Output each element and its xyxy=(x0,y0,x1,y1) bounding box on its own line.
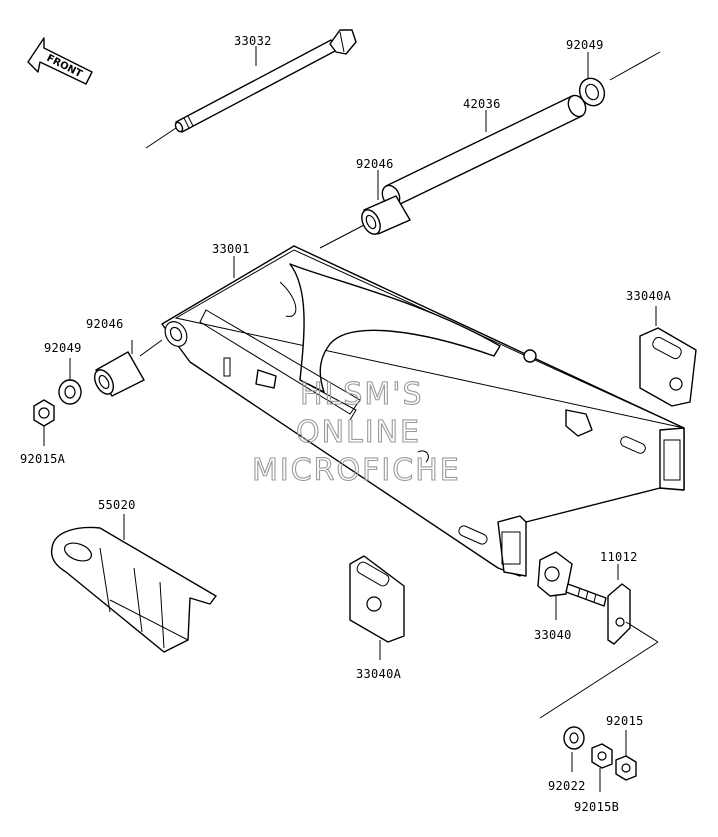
watermark-line-2: ONLINE xyxy=(296,415,421,450)
callout-92015: 92015 xyxy=(606,714,644,728)
callout-55020: 55020 xyxy=(98,498,136,512)
needle-bearing-left-part xyxy=(93,339,163,397)
nut-left-part xyxy=(33,399,55,446)
leader-lines xyxy=(233,46,589,278)
adjuster-plate-bottom-part xyxy=(349,555,405,660)
callout-11012: 11012 xyxy=(600,550,638,564)
sleeve-part xyxy=(381,94,587,208)
callout-92022: 92022 xyxy=(548,779,586,793)
callout-92015A: 92015A xyxy=(20,452,66,466)
watermark-line-3: MICROFICHE xyxy=(252,453,461,488)
collar-left-part xyxy=(58,358,82,405)
callout-92046-top: 92046 xyxy=(356,157,394,171)
callout-92049-left: 92049 xyxy=(44,341,82,355)
callout-92049-top: 92049 xyxy=(566,38,604,52)
chain-plate-part xyxy=(539,564,659,719)
nut-b-part xyxy=(591,743,613,792)
nut-right-part xyxy=(615,730,637,781)
watermark-line-1: HLSM'S xyxy=(300,377,424,412)
front-arrow-icon: FRONT xyxy=(27,37,93,85)
callout-33032: 33032 xyxy=(234,34,272,48)
callout-33040: 33040 xyxy=(534,628,572,642)
washer-part xyxy=(563,726,585,772)
callout-33040A-right: 33040A xyxy=(626,289,672,303)
callout-92046-left: 92046 xyxy=(86,317,124,331)
callout-labels: 33032 92049 42036 92046 33001 33040A 920… xyxy=(20,34,672,814)
watermark: HLSM'S ONLINE MICROFICHE xyxy=(251,376,461,488)
pivot-shaft-part xyxy=(145,29,357,149)
callout-42036: 42036 xyxy=(463,97,501,111)
needle-bearing-top-part xyxy=(319,195,411,249)
chain-adjuster-part xyxy=(537,551,607,620)
chain-slider-part xyxy=(50,514,217,653)
swing-arm-part xyxy=(161,245,685,577)
collar-top-part xyxy=(578,51,661,107)
callout-92015B: 92015B xyxy=(574,800,619,814)
callout-33040A-bottom: 33040A xyxy=(356,667,402,681)
callout-33001: 33001 xyxy=(212,242,250,256)
adjuster-plate-right-part xyxy=(639,306,697,407)
